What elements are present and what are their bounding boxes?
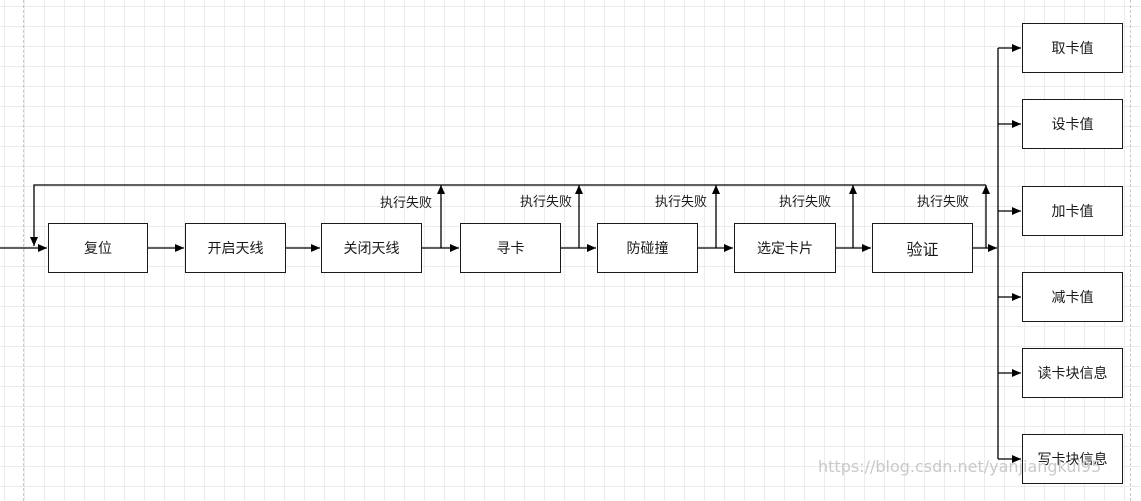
left-guide-line xyxy=(23,0,24,501)
verify-box[interactable]: 验证 xyxy=(872,223,973,273)
fail-label-5: 执行失败 xyxy=(917,195,970,210)
watermark: https://blog.csdn.net/yanjiangkui95 xyxy=(818,457,1102,476)
sub-value-label: 减卡值 xyxy=(1051,290,1094,306)
write-block-box[interactable]: 写卡块信息 xyxy=(1022,434,1123,484)
return-loop-line xyxy=(30,184,986,246)
select-card-box[interactable]: 选定卡片 xyxy=(734,223,836,273)
read-block-box[interactable]: 读卡块信息 xyxy=(1022,348,1123,398)
add-value-box[interactable]: 加卡值 xyxy=(1022,186,1123,236)
anticollision-label: 防碰撞 xyxy=(626,241,669,257)
fail-label-2: 执行失败 xyxy=(520,195,573,210)
verify-label: 验证 xyxy=(906,240,939,259)
set-value-box[interactable]: 设卡值 xyxy=(1022,99,1123,149)
find-card-label: 寻卡 xyxy=(496,241,525,257)
open-antenna-label: 开启天线 xyxy=(207,241,264,257)
close-antenna-box[interactable]: 关闭天线 xyxy=(321,223,422,273)
anticollision-box[interactable]: 防碰撞 xyxy=(597,223,698,273)
get-value-label: 取卡值 xyxy=(1051,41,1094,57)
reset-label: 复位 xyxy=(84,241,112,257)
set-value-label: 设卡值 xyxy=(1051,117,1094,133)
select-card-label: 选定卡片 xyxy=(757,241,813,257)
read-block-label: 读卡块信息 xyxy=(1037,366,1108,382)
reset-box[interactable]: 复位 xyxy=(48,223,148,273)
fail-label-3: 执行失败 xyxy=(655,195,708,210)
find-card-box[interactable]: 寻卡 xyxy=(460,223,561,273)
sub-value-box[interactable]: 减卡值 xyxy=(1022,272,1123,322)
open-antenna-box[interactable]: 开启天线 xyxy=(185,223,286,273)
close-antenna-label: 关闭天线 xyxy=(343,241,400,257)
write-block-label: 写卡块信息 xyxy=(1037,452,1108,468)
get-value-box[interactable]: 取卡值 xyxy=(1022,23,1123,73)
fail-label-1: 执行失败 xyxy=(380,196,433,211)
right-guide-line xyxy=(1130,0,1131,501)
fail-label-4: 执行失败 xyxy=(779,195,832,210)
add-value-label: 加卡值 xyxy=(1051,204,1094,220)
